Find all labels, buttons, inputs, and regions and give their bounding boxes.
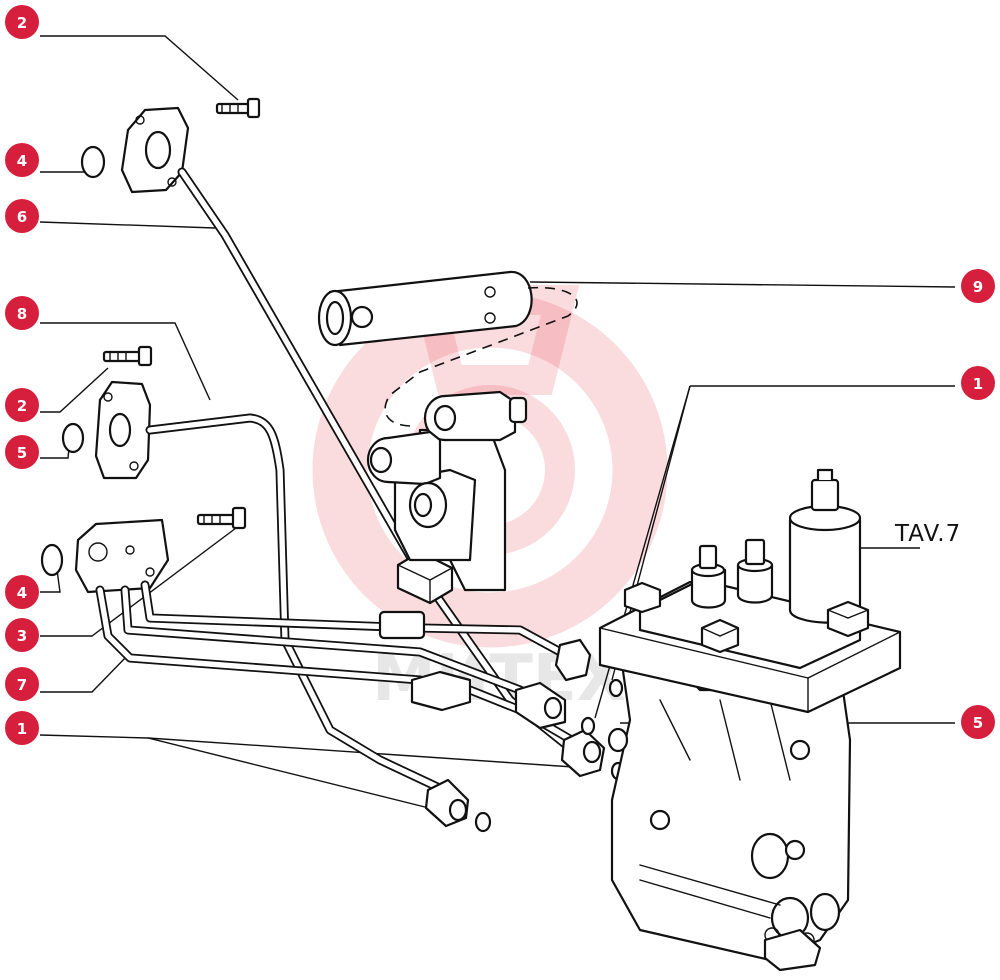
- callout-number: 5: [17, 444, 27, 462]
- callout-7: 7: [5, 667, 39, 701]
- callout-1-left: 1: [5, 711, 39, 745]
- outlet-fitting-2: [736, 538, 774, 604]
- flange-middle: [94, 380, 152, 480]
- callout-number: 6: [17, 208, 27, 226]
- callout-number: 4: [17, 152, 27, 170]
- callout-number: 2: [17, 397, 27, 415]
- pump-nut-left: [623, 581, 662, 614]
- callout-1-right: 1: [961, 366, 995, 400]
- callout-4-top: 4: [5, 143, 39, 177]
- callout-number: 1: [17, 720, 27, 738]
- bolt-top: [215, 97, 261, 119]
- flange-top: [120, 106, 190, 194]
- callout-6: 6: [5, 199, 39, 233]
- callout-number: 4: [17, 584, 27, 602]
- pipe-clamp-upper: [396, 550, 454, 605]
- callout-8: 8: [5, 296, 39, 330]
- callout-9: 9: [961, 269, 995, 303]
- callout-number: 8: [17, 305, 27, 323]
- callout-number: 1: [973, 375, 983, 393]
- pipe-end-nut-center: [514, 638, 626, 781]
- callout-number: 9: [973, 278, 983, 296]
- seal-ring-top: [80, 145, 106, 179]
- washer-2: [607, 727, 629, 753]
- seal-ring-lower: [40, 543, 64, 577]
- callout-5-left: 5: [5, 435, 39, 469]
- injection-pump: [598, 468, 902, 972]
- callout-4-bottom: 4: [5, 575, 39, 609]
- pump-nut-front: [700, 618, 740, 654]
- pipe-clamp-lower: [378, 610, 472, 712]
- seal-ring-middle: [61, 422, 85, 454]
- flange-lower: [74, 518, 170, 594]
- callout-5-right: 5: [961, 705, 995, 739]
- pump-nut-right: [826, 600, 870, 638]
- callout-number: 3: [17, 627, 27, 645]
- callout-2-middle: 2: [5, 388, 39, 422]
- bolt-lower: [196, 506, 247, 530]
- callout-number: 5: [973, 714, 983, 732]
- pipe-end-nut-left: [424, 778, 492, 833]
- sheet-label: TAV.7: [894, 521, 961, 547]
- callout-number: 2: [17, 14, 27, 32]
- washer-1: [608, 678, 624, 698]
- callout-2-top: 2: [5, 5, 39, 39]
- outlet-fitting-1: [690, 544, 727, 609]
- cylinder-part-9: [317, 270, 578, 427]
- injector-cluster: [366, 390, 528, 592]
- bolt-middle: [102, 345, 153, 367]
- callout-3: 3: [5, 618, 39, 652]
- callout-number: 7: [17, 676, 27, 694]
